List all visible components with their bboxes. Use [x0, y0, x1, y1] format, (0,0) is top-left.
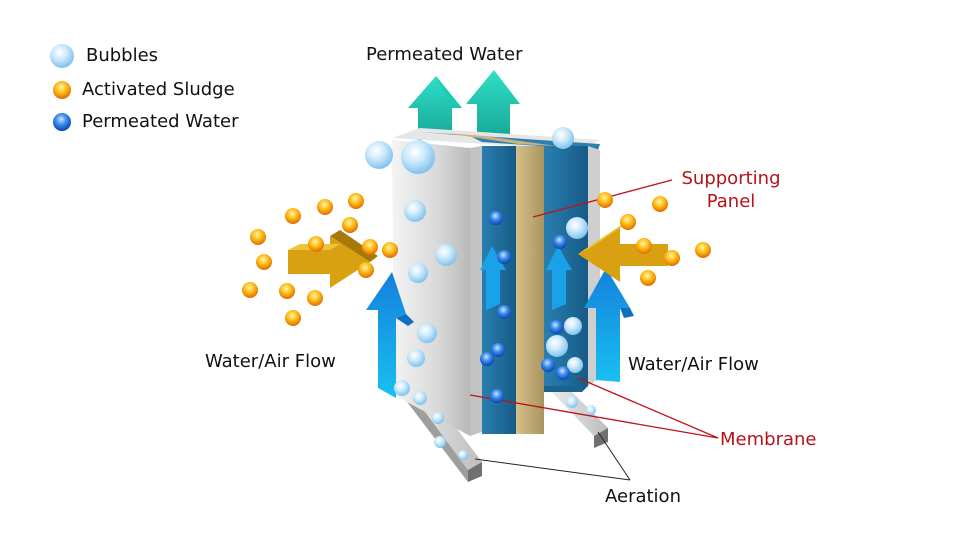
bubble	[408, 263, 428, 283]
legend-item-activated-sludge: Activated Sludge	[82, 81, 235, 99]
label-supporting-panel-line1: Supporting	[681, 168, 781, 189]
sludge-particle	[362, 239, 378, 255]
legend-label: Permeated Water	[82, 111, 239, 132]
sludge-particle	[242, 282, 258, 298]
permeated-water-droplet	[541, 358, 555, 372]
sludge-particle	[358, 262, 374, 278]
sludge-particle	[640, 270, 656, 286]
legend-label: Bubbles	[86, 45, 159, 66]
sludge-particle	[664, 250, 680, 266]
sludge-particle	[620, 214, 636, 230]
permeate-arrow-left	[408, 76, 462, 140]
legend-item-bubbles: Bubbles	[86, 47, 158, 65]
water-air-flow-arrow-right	[584, 268, 634, 382]
internal-flow-arrow-right	[546, 246, 572, 310]
sludge-particle	[342, 217, 358, 233]
sludge-particle	[317, 199, 333, 215]
sludge-particle	[279, 283, 295, 299]
label-permeated-water: Permeated Water	[366, 44, 523, 65]
bubble	[432, 412, 444, 424]
legend-item-permeated-water: Permeated Water	[82, 113, 239, 131]
permeated-water-droplet	[556, 366, 570, 380]
sludge-particle-icon	[53, 81, 71, 99]
bubble	[566, 217, 588, 239]
bubble	[567, 357, 583, 373]
label-supporting-panel: Supporting Panel	[675, 170, 787, 211]
bubble	[546, 335, 568, 357]
label-water-air-flow-right: Water/Air Flow	[628, 354, 759, 375]
permeated-water-droplet-icon	[53, 113, 71, 131]
bubble	[586, 405, 596, 415]
label-membrane: Membrane	[720, 429, 817, 450]
sludge-inflow-arrow-right	[578, 220, 668, 282]
permeated-water-droplet	[497, 305, 511, 319]
sludge-particle	[695, 242, 711, 258]
bubble	[413, 391, 427, 405]
sludge-particle	[348, 193, 364, 209]
aeration-pipe-right	[545, 380, 608, 448]
bubble	[564, 317, 582, 335]
sludge-particle	[250, 229, 266, 245]
sludge-particle	[256, 254, 272, 270]
sludge-particle	[285, 208, 301, 224]
sludge-particle	[652, 196, 668, 212]
permeated-water-droplet	[497, 250, 511, 264]
bubble	[566, 396, 578, 408]
sludge-particle	[308, 236, 324, 252]
permeated-water-droplet	[490, 389, 504, 403]
callout-lines	[469, 179, 719, 481]
bubble	[407, 349, 425, 367]
bubble	[394, 380, 410, 396]
bubble	[434, 436, 446, 448]
sludge-particle	[382, 242, 398, 258]
sludge-particle	[636, 238, 652, 254]
sludge-particle	[307, 290, 323, 306]
water-air-flow-arrow-left	[366, 272, 414, 398]
bubble	[401, 140, 435, 174]
permeated-water-droplet	[489, 211, 503, 225]
sludge-particle	[597, 192, 613, 208]
label-water-air-flow-left: Water/Air Flow	[205, 351, 336, 372]
bubble	[404, 200, 426, 222]
sludge-inflow-arrow-left	[288, 230, 378, 288]
bubble	[365, 141, 393, 169]
label-supporting-panel-line2: Panel	[706, 191, 756, 212]
sludge-particle	[285, 310, 301, 326]
supporting-panel	[516, 146, 544, 434]
particles	[242, 127, 711, 460]
bubble	[458, 450, 468, 460]
label-aeration: Aeration	[605, 486, 681, 507]
permeated-water-droplet	[549, 320, 563, 334]
permeated-water-droplet	[491, 343, 505, 357]
bubble	[435, 244, 457, 266]
permeate-arrow-right	[466, 70, 520, 140]
legend-label: Activated Sludge	[82, 79, 235, 100]
bubble	[552, 127, 574, 149]
permeated-water-droplet	[553, 235, 567, 249]
permeated-water-droplet	[480, 352, 494, 366]
bubble	[417, 323, 437, 343]
bubble-icon	[50, 44, 74, 68]
